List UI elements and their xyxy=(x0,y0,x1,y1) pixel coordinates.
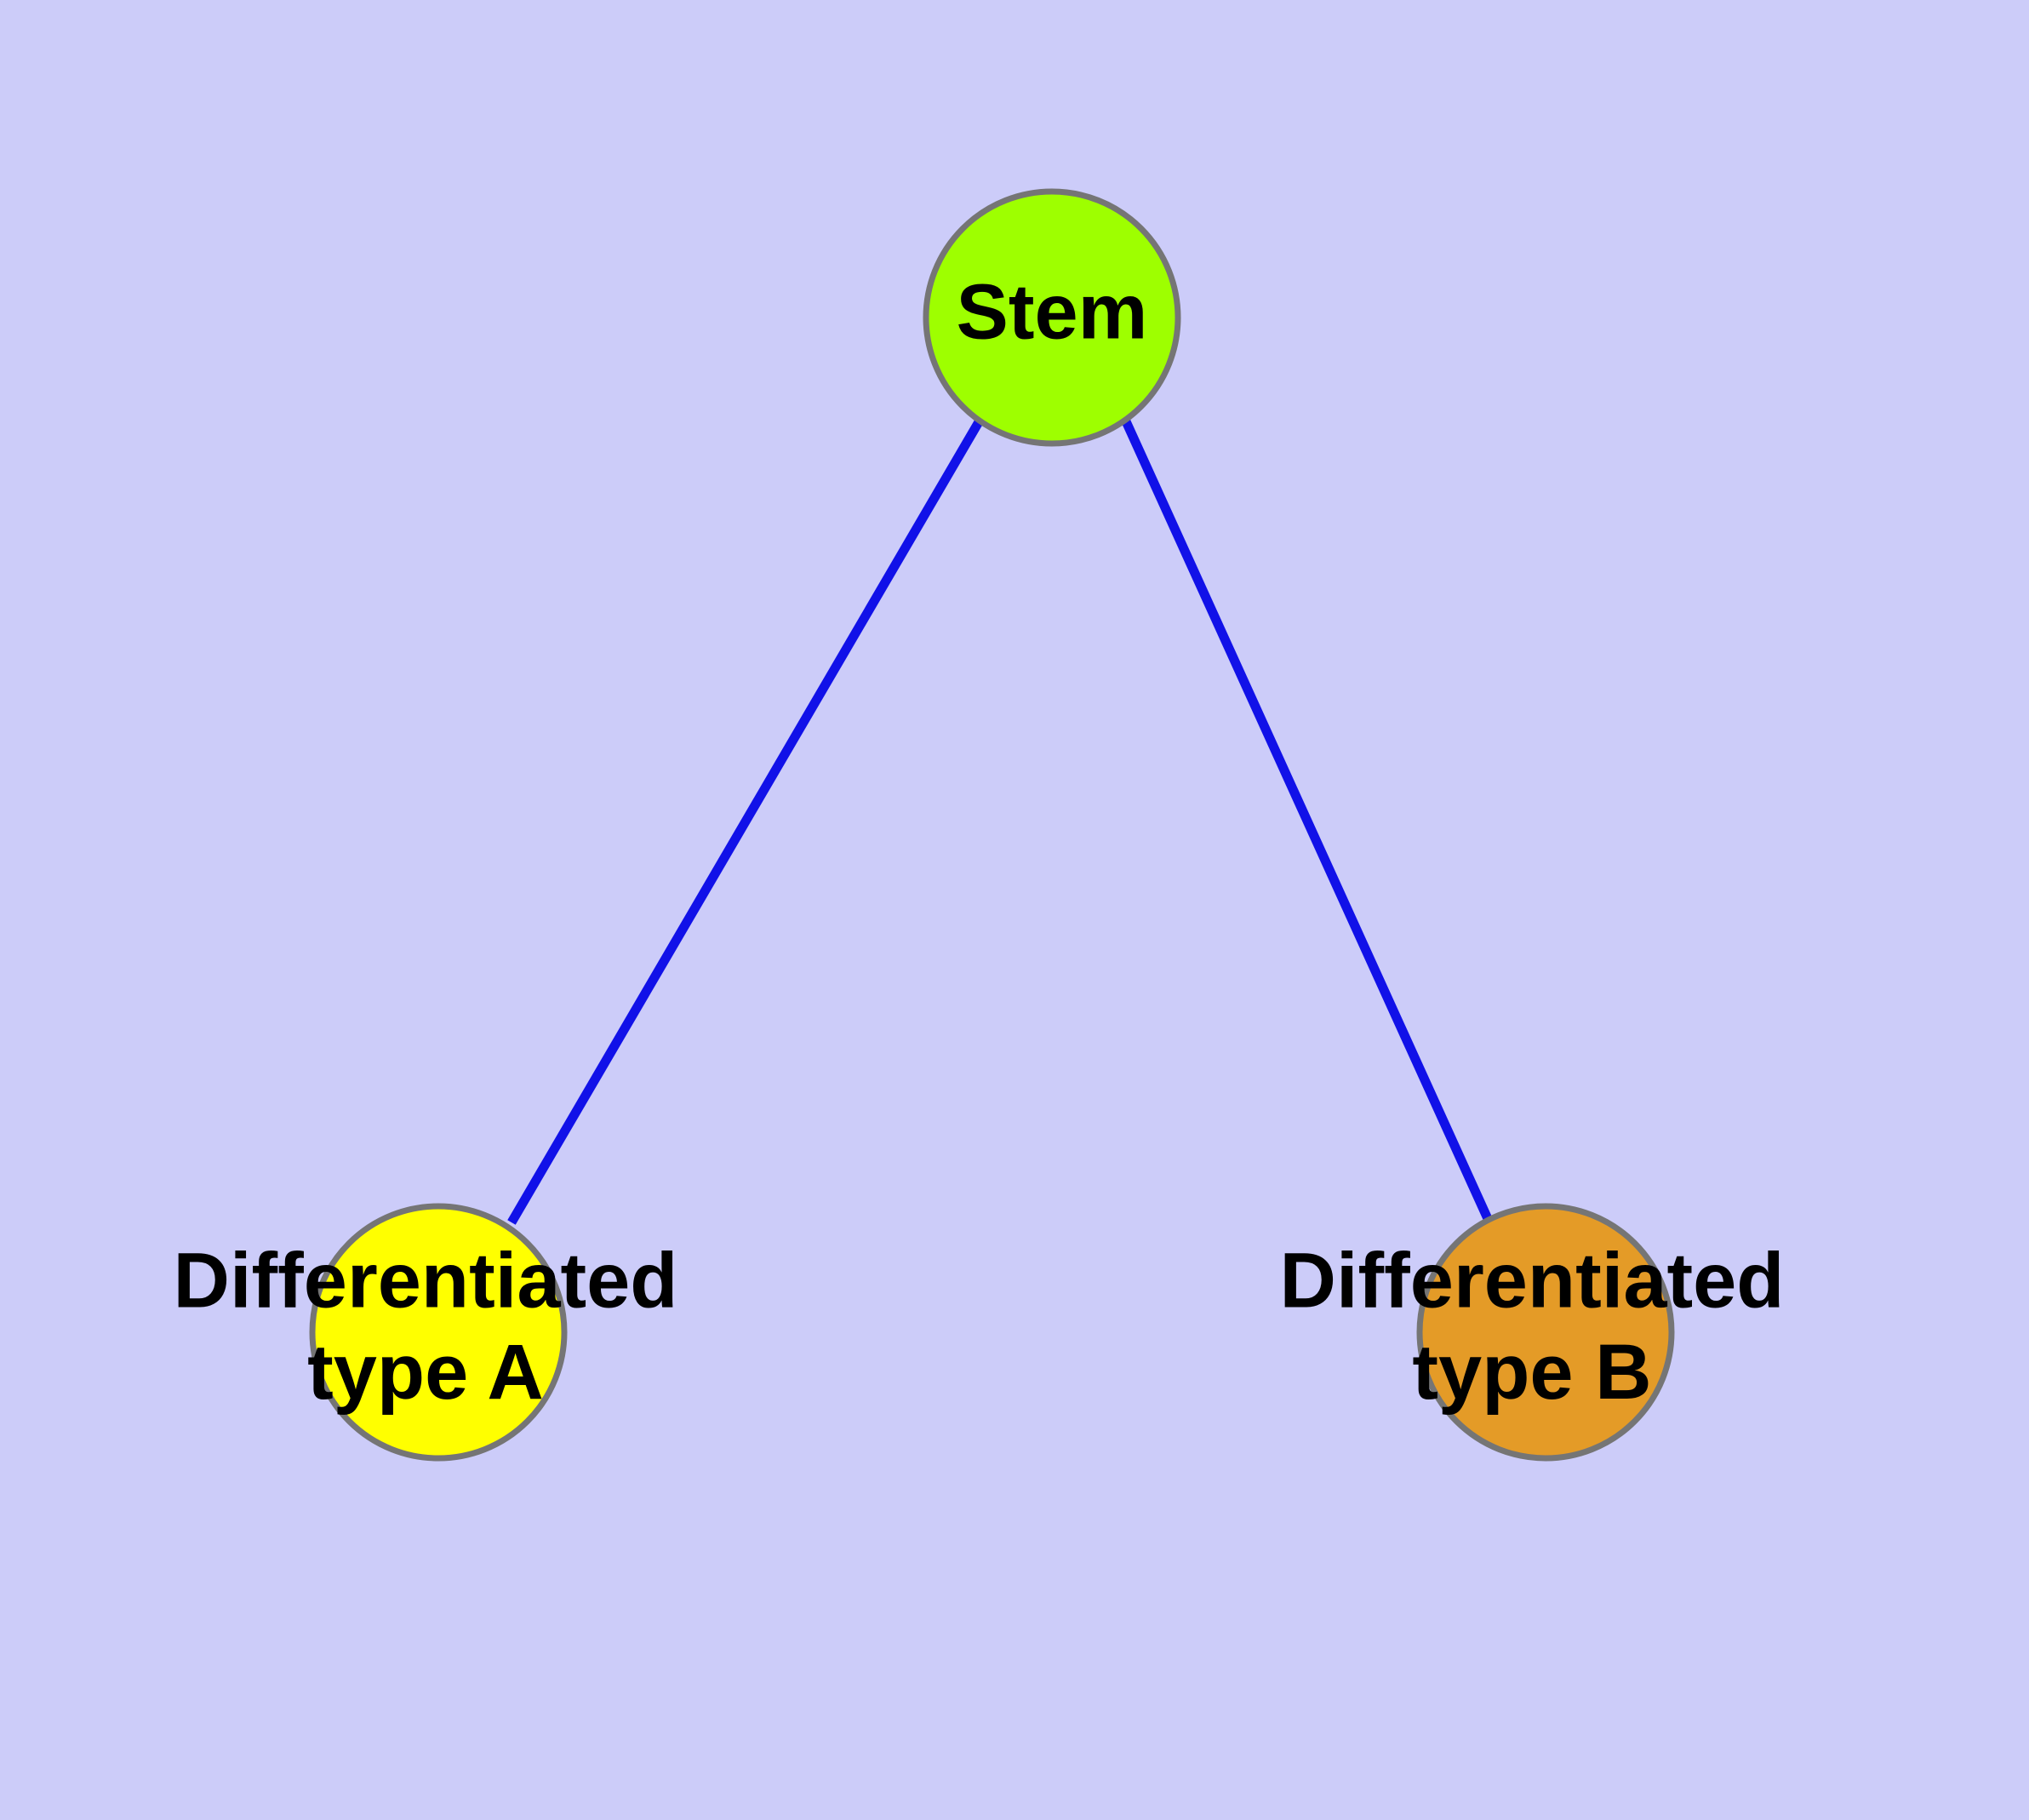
labels-layer: Stem Differentiated type A Differentiate… xyxy=(174,268,1785,1416)
node-label-stem: Stem xyxy=(957,268,1148,355)
node-label-line-1: Differentiated xyxy=(174,1237,678,1324)
edge-stem-to-diff-b[interactable] xyxy=(1121,419,1495,1225)
node-label-differentiated-type-b: Differentiated type B xyxy=(1280,1237,1785,1416)
nodes-layer xyxy=(309,188,1675,1462)
node-differentiated-type-a[interactable] xyxy=(309,1203,568,1462)
node-label-differentiated-type-a: Differentiated type A xyxy=(174,1237,678,1416)
edge-stem-to-diff-a[interactable] xyxy=(507,418,984,1225)
node-label-line-2: type B xyxy=(1412,1329,1651,1416)
edges-layer xyxy=(507,418,1495,1225)
node-differentiated-type-b[interactable] xyxy=(1416,1203,1675,1462)
node-label-line-1: Differentiated xyxy=(1280,1237,1785,1324)
node-label-line-2: type A xyxy=(307,1329,544,1416)
node-stem[interactable] xyxy=(923,188,1181,447)
